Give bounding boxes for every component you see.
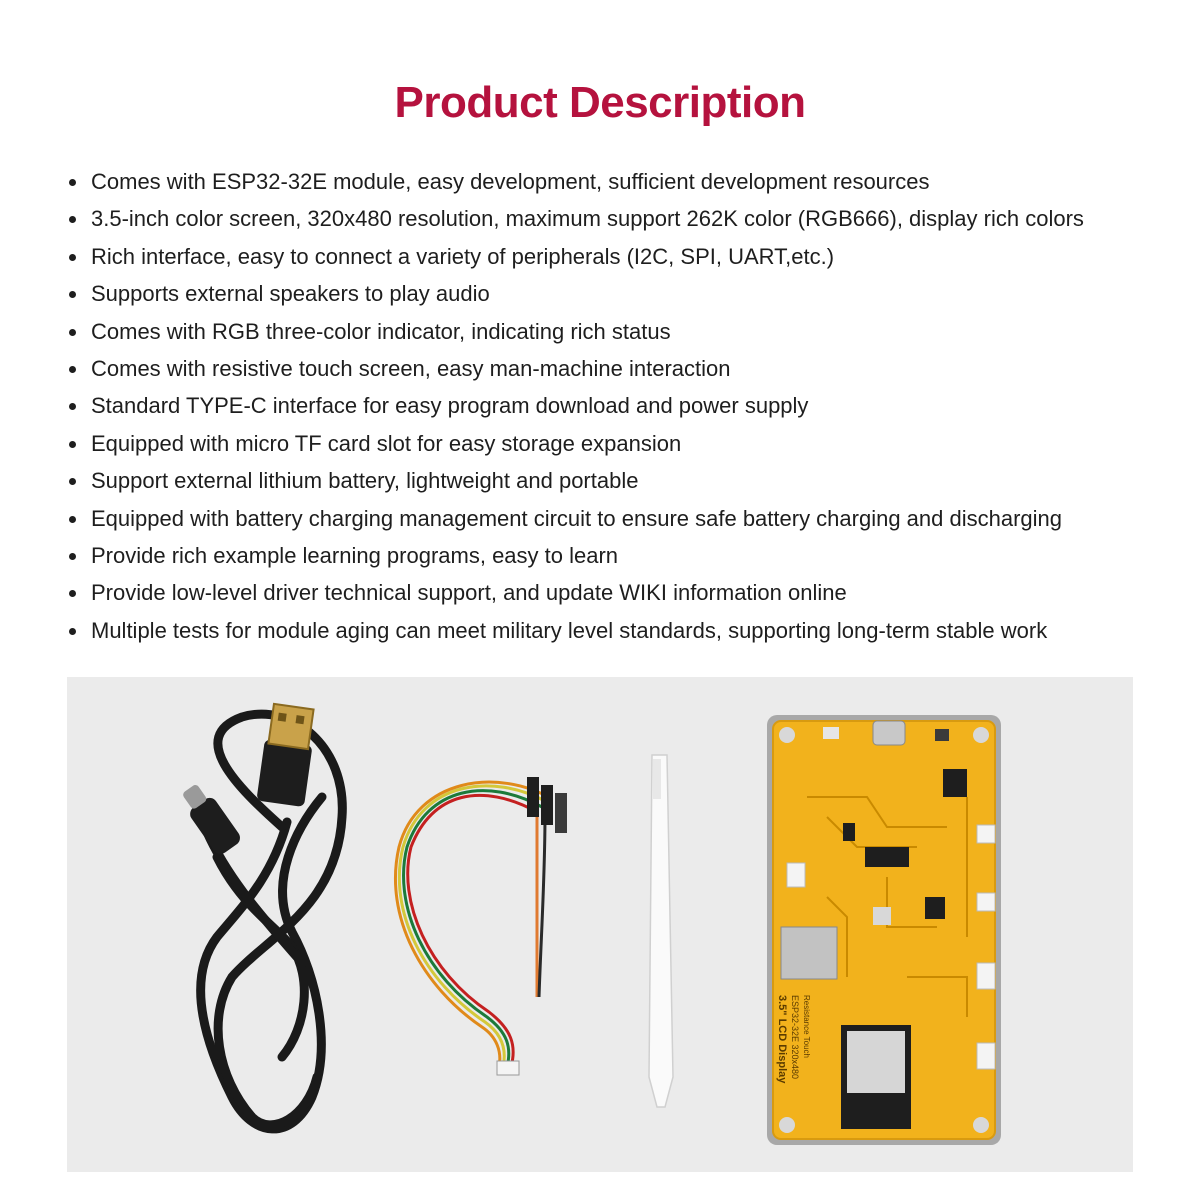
product-photo: 3.5" LCD Display ESP32-32E 320x480 Resis… <box>67 677 1133 1172</box>
bullet-icon <box>69 590 76 598</box>
feature-list: Comes with ESP32-32E module, easy develo… <box>64 163 1174 649</box>
board-label-line1: 3.5" LCD Display <box>776 995 788 1084</box>
lcd-display-board-icon: 3.5" LCD Display ESP32-32E 320x480 Resis… <box>767 715 1001 1145</box>
bullet-icon <box>69 179 76 186</box>
feature-text: Provide rich example learning programs, … <box>91 542 619 568</box>
bullet-icon <box>69 216 76 224</box>
bullet-icon <box>69 440 76 448</box>
feature-item: Provide low-level driver technical suppo… <box>64 574 1174 611</box>
jumper-wire-cable-icon <box>393 777 567 1076</box>
feature-item: Comes with resistive touch screen, easy … <box>64 350 1174 387</box>
feature-text: Supports external speakers to play audio <box>91 281 490 307</box>
feature-text: Comes with resistive touch screen, easy … <box>91 355 731 381</box>
bullet-icon <box>69 403 76 411</box>
bullet-icon <box>69 515 76 523</box>
feature-text: Comes with ESP32-32E module, easy develo… <box>91 169 930 194</box>
feature-text: Comes with RGB three-color indicator, in… <box>91 318 671 344</box>
feature-item: Comes with RGB three-color indicator, in… <box>64 313 1174 350</box>
feature-text: Equipped with battery charging managemen… <box>91 505 1063 531</box>
feature-item: Support external lithium battery, lightw… <box>64 462 1174 499</box>
feature-text: Support external lithium battery, lightw… <box>91 468 639 494</box>
feature-text: 3.5-inch color screen, 320x480 resolutio… <box>91 206 1084 232</box>
usb-c-cable-icon <box>183 702 347 1134</box>
feature-text: Provide low-level driver technical suppo… <box>91 580 847 606</box>
stylus-pen-icon <box>648 754 674 1108</box>
feature-text: Standard TYPE-C interface for easy progr… <box>91 393 809 419</box>
feature-item: Standard TYPE-C interface for easy progr… <box>64 387 1174 424</box>
feature-item: Equipped with micro TF card slot for eas… <box>64 425 1174 462</box>
feature-item: Comes with ESP32-32E module, easy develo… <box>64 163 1174 200</box>
bullet-icon <box>69 328 76 336</box>
feature-item: Equipped with battery charging managemen… <box>64 500 1174 537</box>
feature-item: Rich interface, easy to connect a variet… <box>64 238 1174 275</box>
feature-text: Multiple tests for module aging can meet… <box>91 617 1048 643</box>
feature-text: Equipped with micro TF card slot for eas… <box>91 430 682 456</box>
board-label-line2: ESP32-32E 320x480 <box>790 995 800 1079</box>
feature-item: Supports external speakers to play audio <box>64 275 1174 312</box>
bullet-icon <box>69 478 76 486</box>
feature-item: Provide rich example learning programs, … <box>64 537 1174 574</box>
board-label-line3: Resistance Touch <box>802 995 811 1058</box>
bullet-icon <box>69 291 76 299</box>
feature-item: Multiple tests for module aging can meet… <box>64 612 1174 649</box>
product-photo-illustration: 3.5" LCD Display ESP32-32E 320x480 Resis… <box>183 702 1001 1145</box>
page-title: Product Description <box>394 78 807 127</box>
feature-item: 3.5-inch color screen, 320x480 resolutio… <box>64 200 1174 237</box>
bullet-icon <box>69 627 76 635</box>
bullet-icon <box>69 365 76 373</box>
bullet-icon <box>69 253 76 261</box>
feature-text: Rich interface, easy to connect a variet… <box>91 243 835 269</box>
bullet-icon <box>69 552 76 560</box>
